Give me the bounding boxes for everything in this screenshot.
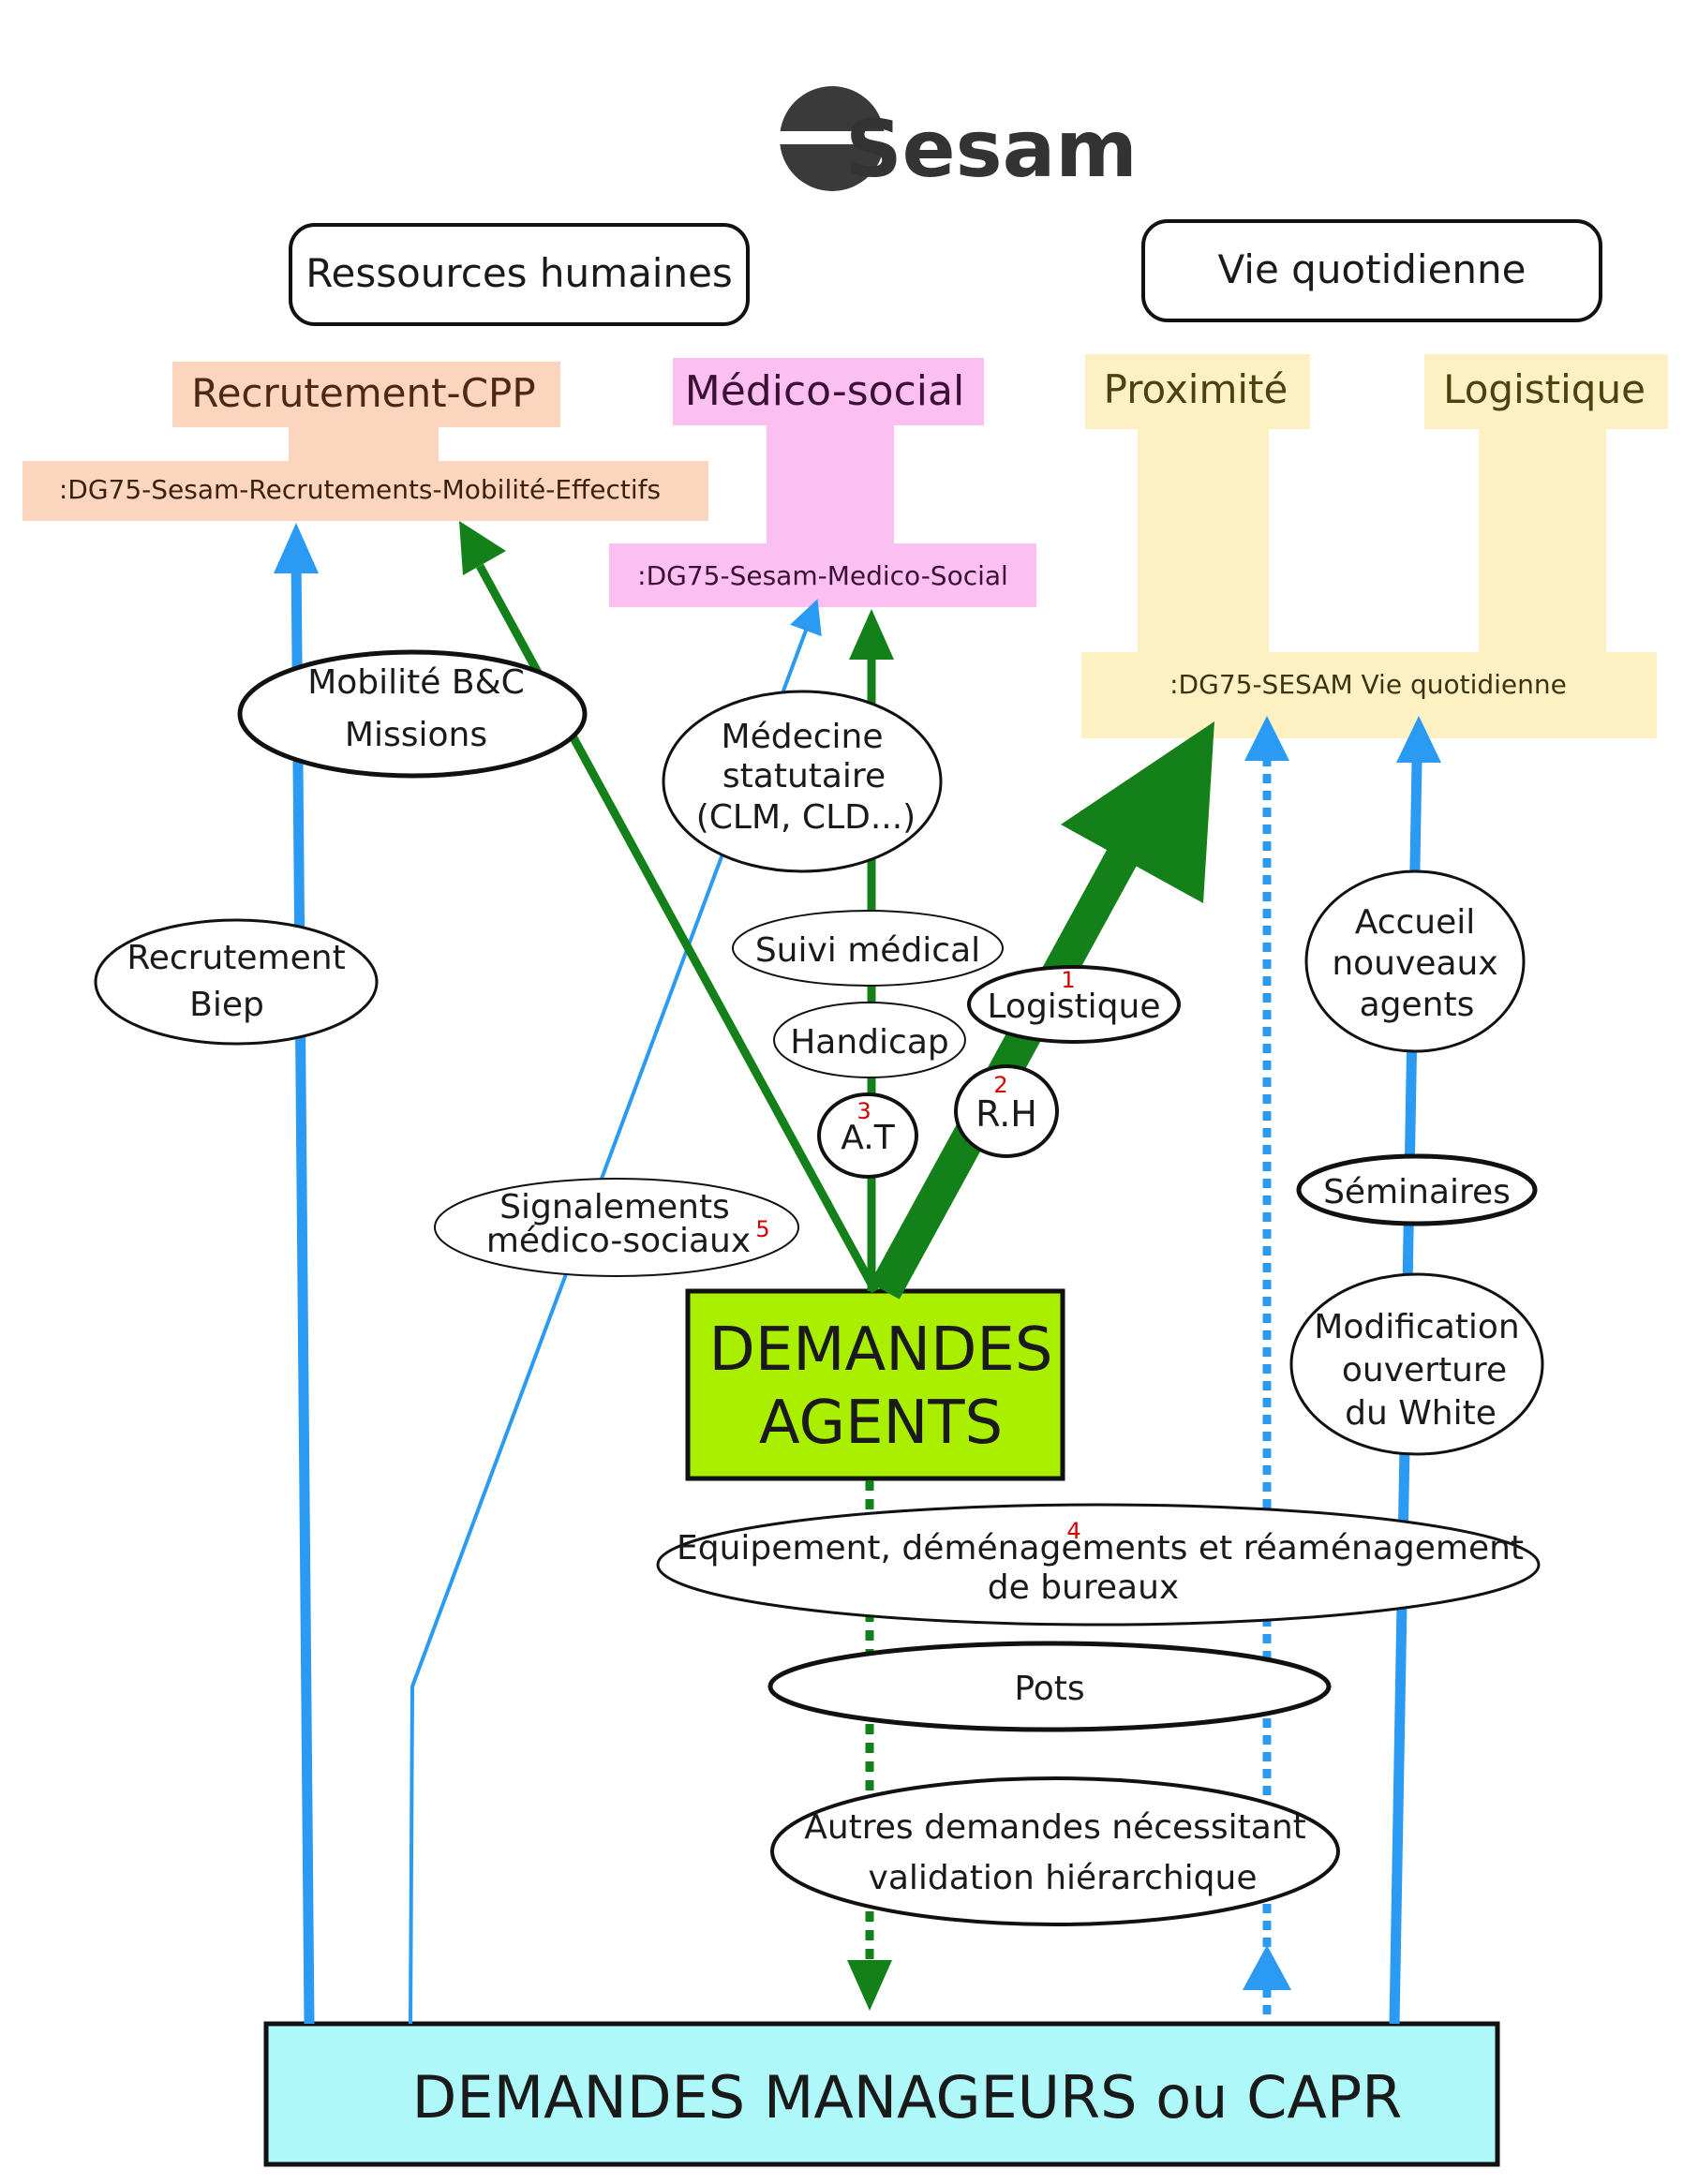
topic-seminaires-label: Séminaires [1323,1173,1511,1211]
topic-at-number: 3 [856,1098,871,1124]
topic-at: A.T 3 [817,1092,918,1179]
topic-equipement-line1: Equipement, déménagements et réaménageme… [677,1529,1524,1567]
topic-mobilite: Mobilité B&C Missions [237,649,588,779]
group-header-hr: Ressources humaines [289,223,750,326]
topic-modification-line3: du White [1345,1394,1497,1433]
arrowhead-vie-quotidienne-icon [1061,721,1214,903]
category-proximite-title: Proximité [1104,366,1288,412]
topic-pots-label: Pots [1014,1670,1084,1708]
source-managers-label: DEMANDES MANAGEURS ou CAPR [412,2063,1403,2132]
source-agents-line2: AGENTS [759,1389,1003,1458]
arrow-managers-to-recrutement [290,554,315,2025]
arrowhead-medico-icon [849,609,894,660]
topic-logistique: Logistique 1 [967,965,1181,1044]
topic-at-label: A.T [841,1119,895,1157]
topic-medecine-line3: (CLM, CLD...) [696,798,916,837]
group-hr-label: Ressources humaines [305,250,733,296]
topic-equipement-number: 4 [1066,1518,1080,1544]
topic-modification-line1: Modification [1314,1308,1519,1346]
topic-pots: Pots [767,1641,1332,1732]
topic-autres-line1: Autres demandes nécessitant [804,1808,1306,1847]
topic-accueil: Accueil nouveaux agents [1304,869,1526,1053]
group-daily-label: Vie quotidienne [1217,246,1526,292]
topic-modification: Modification ouverture du White [1289,1272,1544,1456]
topic-rh: R.H 2 [954,1064,1059,1158]
topic-accueil-line3: agents [1360,986,1475,1024]
topic-handicap: Handicap [773,1002,966,1078]
category-recrutement-title: Recrutement-CPP [191,370,535,416]
topic-recrutement-biep-line2: Biep [189,986,264,1024]
source-demandes-managers: DEMANDES MANAGEURS ou CAPR [263,2021,1500,2167]
topic-suivi-label: Suivi médical [755,931,980,970]
arrowhead-dotted-bottom-icon [1243,1945,1291,1990]
mailbox-vie-quotidienne: :DG75-SESAM Vie quotidienne [1169,669,1567,700]
topic-suivi-medical: Suivi médical [732,910,1004,987]
mailbox-recrutement: :DG75-Sesam-Recrutements-Mobilité-Effect… [59,474,661,505]
arrow-managers-to-medico [409,599,822,2025]
category-medico-title: Médico-social [685,367,964,415]
topic-autres: Autres demandes nécessitant validation h… [770,1776,1340,1926]
topic-handicap-label: Handicap [790,1023,949,1062]
arrowhead-logistique-icon [1396,716,1441,763]
topic-logistique-label: Logistique [988,988,1161,1026]
arrowhead-proximite-icon [1244,716,1289,761]
category-medico: Médico-social :DG75-Sesam-Medico-Social [609,358,1036,607]
topic-signalements-line2: médico-sociaux [486,1222,751,1260]
topic-medecine-line1: Médecine [722,718,884,756]
topic-signalements-line1: Signalements [499,1188,730,1226]
logo-text: Sesam [845,103,1138,195]
topic-medecine: Médecine statutaire (CLM, CLD...) [662,690,943,873]
source-agents-line1: DEMANDES [709,1315,1053,1385]
topic-equipement: Equipement, déménagements et réaménageme… [656,1503,1541,1627]
group-header-daily: Vie quotidienne [1141,219,1602,322]
source-demandes-agents: DEMANDES AGENTS [685,1288,1065,1481]
topic-modification-line2: ouverture [1342,1351,1507,1389]
topic-equipement-line2: de bureaux [988,1568,1179,1607]
topic-seminaires: Séminaires [1296,1153,1538,1226]
arrowhead-agents-recrutement-icon [459,521,506,575]
sesam-logo: Sesam [774,86,1138,195]
topic-recrutement-biep-line1: Recrutement [127,939,345,977]
topic-accueil-line1: Accueil [1355,903,1476,942]
topic-mobilite-line1: Mobilité B&C [307,663,525,702]
topic-recrutement-biep: Recrutement Biep [94,918,379,1046]
topic-mobilite-line2: Missions [345,716,487,754]
topic-rh-label: R.H [976,1093,1037,1135]
category-recrutement: Recrutement-CPP :DG75-Sesam-Recrutements… [22,362,708,521]
arrowhead-managers-green-icon [847,1960,892,2011]
arrowhead-recrutement-icon [274,523,319,573]
mailbox-medico: :DG75-Sesam-Medico-Social [637,560,1008,591]
topic-logistique-number: 1 [1061,967,1075,993]
topic-rh-number: 2 [993,1072,1007,1098]
topic-medecine-line2: statutaire [722,757,886,795]
topic-signalements-number: 5 [755,1216,769,1242]
category-vie-quotidienne: Proximité Logistique :DG75-SESAM Vie quo… [1081,354,1668,738]
category-logistique-title: Logistique [1443,366,1646,412]
topic-autres-line2: validation hiérarchique [869,1859,1258,1897]
topic-signalements: Signalements médico-sociaux 5 [434,1178,799,1277]
topic-accueil-line2: nouveaux [1332,944,1497,983]
